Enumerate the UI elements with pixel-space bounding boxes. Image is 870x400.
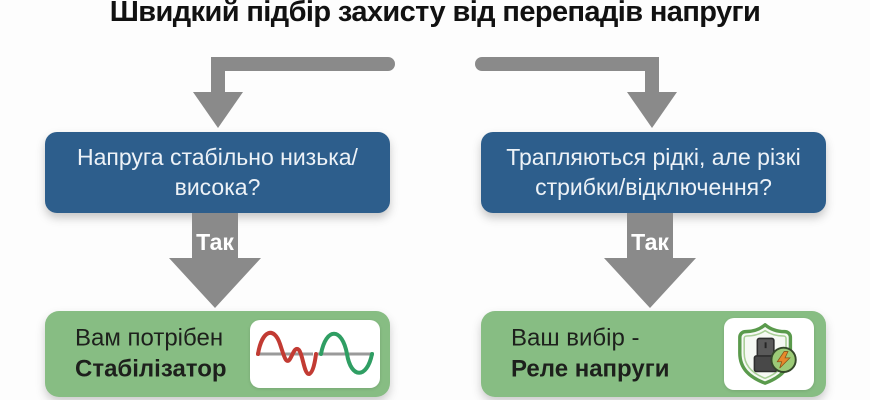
page-title: Швидкий підбір захисту від перепадів нап… — [109, 0, 761, 28]
shield-lightning-icon — [724, 318, 814, 390]
result-text-relay: Ваш вибір - Реле напруги — [511, 323, 669, 384]
question-text: Напруга стабільно низька/висока? — [77, 143, 358, 200]
result-prefix: Ваш вибір - — [511, 324, 640, 352]
result-name: Стабілізатор — [75, 355, 227, 382]
question-box-relay: Трапляються рідкі, але різкі стрибки/від… — [481, 132, 826, 213]
result-prefix: Вам потрібен — [75, 324, 224, 352]
answer-label-right: Так — [631, 229, 669, 255]
sine-wave-icon — [250, 320, 380, 388]
down-arrow-right-icon — [604, 213, 696, 308]
question-text: Трапляються рідкі, але різкі стрибки/від… — [506, 143, 801, 200]
result-box-relay: Ваш вибір - Реле напруги — [481, 311, 826, 397]
result-name: Реле напруги — [511, 355, 670, 382]
elbow-arrow-right-icon — [475, 57, 677, 128]
result-text-stabilizer: Вам потрібен Стабілізатор — [75, 323, 227, 384]
answer-label-left: Так — [196, 229, 234, 255]
question-box-stabilizer: Напруга стабільно низька/висока? — [45, 132, 390, 213]
elbow-arrow-left-icon — [193, 57, 395, 128]
result-box-stabilizer: Вам потрібен Стабілізатор — [45, 311, 390, 397]
down-arrow-left-icon — [169, 213, 261, 308]
